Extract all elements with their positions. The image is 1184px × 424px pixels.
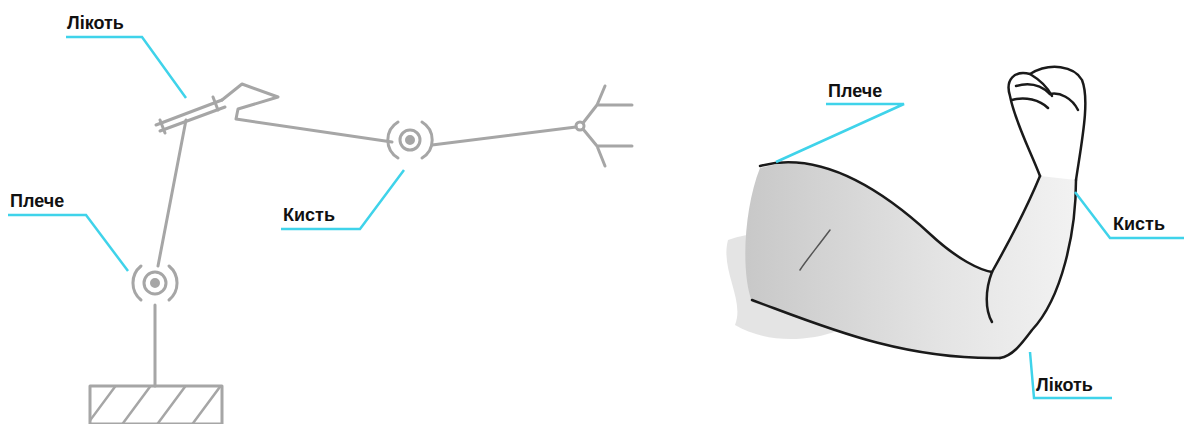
part-label: Кисть <box>283 204 335 226</box>
part-label: Лікоть <box>1036 374 1093 396</box>
robot-schematic <box>80 84 632 424</box>
gripper <box>583 86 632 166</box>
leader-line <box>281 170 404 229</box>
part-label: Лікоть <box>67 12 124 34</box>
wrist-joint <box>388 122 432 158</box>
part-label: Кисть <box>1113 213 1165 235</box>
human-arm <box>726 67 1085 358</box>
leader-line <box>1075 192 1184 238</box>
leader-line <box>8 215 128 271</box>
column-link <box>154 305 157 386</box>
leader-line <box>66 37 186 98</box>
hand-link <box>432 127 576 145</box>
part-label: Плече <box>828 80 882 102</box>
elbow-joint <box>156 97 225 133</box>
upper-link <box>158 120 186 266</box>
base-hatch <box>90 386 222 424</box>
leader-line <box>1030 352 1112 398</box>
arm-fill <box>745 163 1076 358</box>
leader-line <box>776 104 904 162</box>
arm-outline <box>752 67 1085 358</box>
forearm-link <box>222 84 392 142</box>
shoulder-joint <box>133 266 177 300</box>
leader-lines <box>8 37 1184 398</box>
part-label: Плече <box>10 190 64 212</box>
